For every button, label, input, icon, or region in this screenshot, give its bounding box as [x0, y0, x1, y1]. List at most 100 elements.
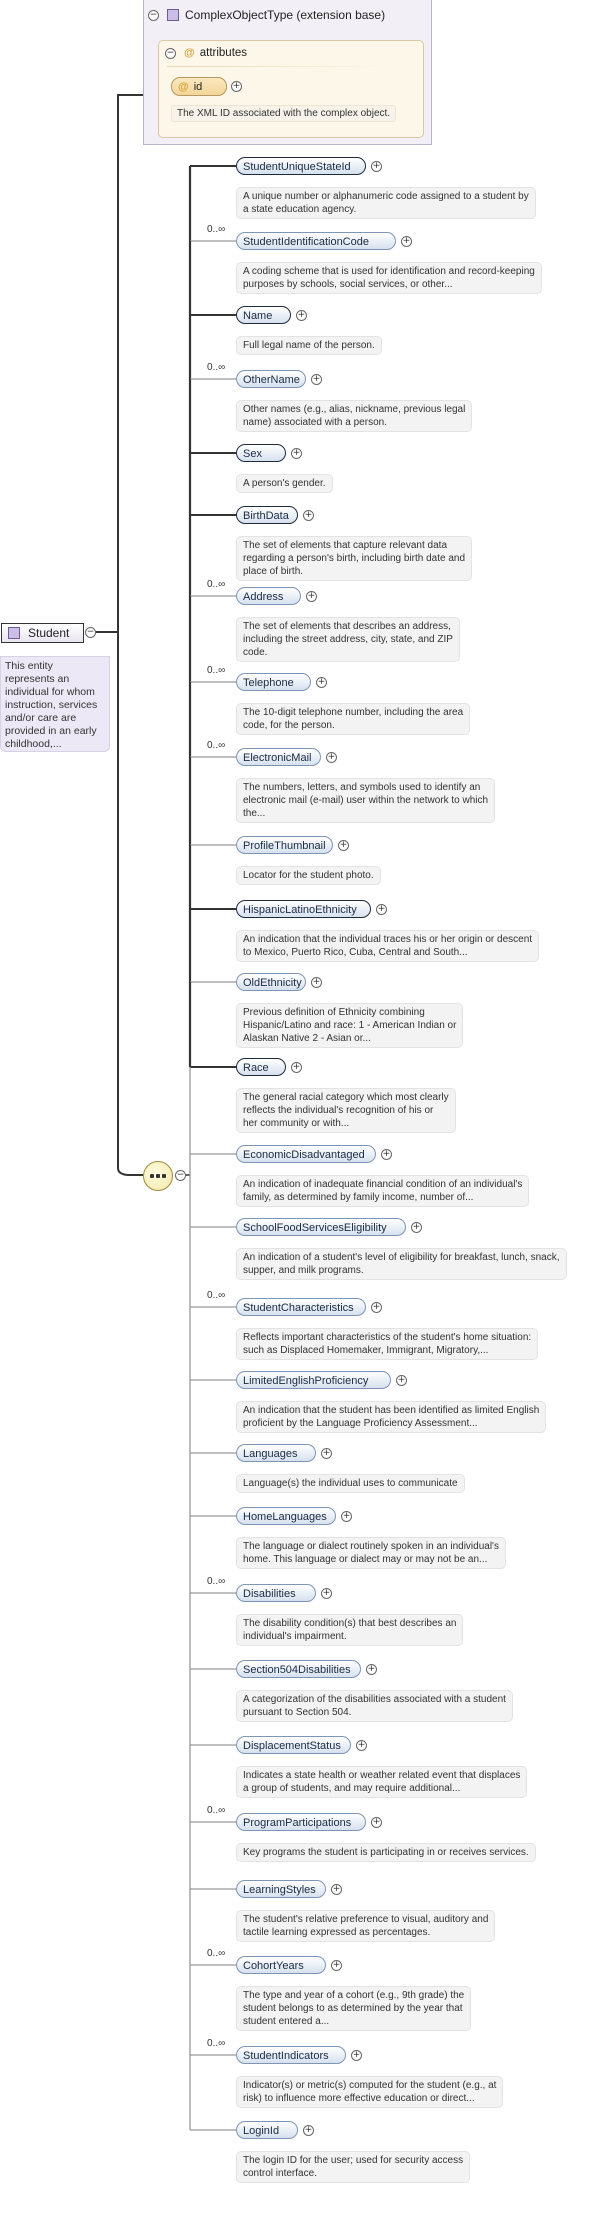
description-student-characteristics: Reflects important characteristics of th…: [236, 1328, 539, 1360]
element-section504-disabilities[interactable]: Section504Disabilities: [236, 1660, 361, 1678]
expand-school-food-services-eligibility-icon[interactable]: +: [411, 1222, 422, 1233]
description-line: An indication that the individual traces…: [243, 934, 533, 945]
element-other-name[interactable]: OtherName: [236, 370, 306, 388]
multiplicity-cohort-years: 0..∞: [207, 1948, 226, 1959]
element-electronic-mail[interactable]: ElectronicMail: [236, 748, 321, 766]
element-economic-disadvantaged[interactable]: EconomicDisadvantaged: [236, 1145, 376, 1163]
element-sex[interactable]: Sex: [236, 444, 286, 462]
expand-other-name-icon[interactable]: +: [311, 374, 322, 385]
description-line: Key programs the student is participatin…: [243, 1847, 529, 1858]
expand-student-unique-state-id-icon[interactable]: +: [371, 161, 382, 172]
element-disabilities[interactable]: Disabilities: [236, 1584, 316, 1602]
element-limited-english-proficiency[interactable]: LimitedEnglishProficiency: [236, 1371, 391, 1389]
expand-old-ethnicity-icon[interactable]: +: [311, 977, 322, 988]
id-attribute-description: The XML ID associated with the complex o…: [171, 105, 397, 122]
expand-student-identification-code-icon[interactable]: +: [401, 236, 412, 247]
description-student-identification-code: A coding scheme that is used for identif…: [236, 262, 542, 294]
description-languages: Language(s) the individual uses to commu…: [236, 1474, 465, 1493]
multiplicity-student-indicators: 0..∞: [207, 2038, 226, 2049]
multiplicity-electronic-mail: 0..∞: [207, 740, 226, 751]
description-line: The set of elements that capture relevan…: [243, 540, 448, 551]
description-line: Language(s) the individual uses to commu…: [243, 1478, 458, 1489]
element-student-indicators[interactable]: StudentIndicators: [236, 2046, 346, 2064]
element-birth-data[interactable]: BirthData: [236, 506, 298, 524]
multiplicity-program-participations: 0..∞: [207, 1805, 226, 1816]
expand-birth-data-icon[interactable]: +: [303, 510, 314, 521]
element-old-ethnicity[interactable]: OldEthnicity: [236, 973, 306, 991]
collapse-base-icon[interactable]: −: [148, 9, 159, 21]
description-line: Alaskan Native 2 - Asian or...: [243, 1033, 371, 1044]
attributes-box: − @ attributes @ id + The XML ID associa…: [158, 40, 424, 138]
element-program-participations[interactable]: ProgramParticipations: [236, 1813, 366, 1831]
attribute-icon: @: [178, 80, 189, 93]
id-attribute[interactable]: @ id: [171, 77, 227, 96]
description-line: The language or dialect routinely spoken…: [243, 1541, 499, 1552]
description-line: risk) to influence more effective educat…: [243, 2093, 475, 2104]
expand-address-icon[interactable]: +: [306, 591, 317, 602]
expand-id-icon[interactable]: +: [231, 81, 242, 92]
element-student-unique-state-id[interactable]: StudentUniqueStateId: [236, 157, 366, 175]
element-name[interactable]: Name: [236, 306, 291, 324]
complex-type-icon: [8, 627, 20, 639]
description-line: pursuant to Section 504.: [243, 1707, 352, 1718]
collapse-sequence-icon[interactable]: −: [175, 1170, 186, 1181]
description-line: Indicator(s) or metric(s) computed for t…: [243, 2080, 497, 2091]
expand-profile-thumbnail-icon[interactable]: +: [338, 840, 349, 851]
description-line: code, for the person.: [243, 720, 335, 731]
element-login-id[interactable]: LoginId: [236, 2121, 298, 2139]
element-home-languages[interactable]: HomeLanguages: [236, 1507, 336, 1525]
expand-displacement-status-icon[interactable]: +: [356, 1740, 367, 1751]
multiplicity-other-name: 0..∞: [207, 362, 226, 373]
expand-login-id-icon[interactable]: +: [303, 2125, 314, 2136]
description-line: A person's gender.: [243, 478, 326, 489]
expand-home-languages-icon[interactable]: +: [341, 1511, 352, 1522]
expand-electronic-mail-icon[interactable]: +: [326, 752, 337, 763]
expand-cohort-years-icon[interactable]: +: [331, 1960, 342, 1971]
description-line: family, as determined by family income, …: [243, 1192, 474, 1203]
element-school-food-services-eligibility[interactable]: SchoolFoodServicesEligibility: [236, 1218, 406, 1236]
expand-race-icon[interactable]: +: [291, 1062, 302, 1073]
element-cohort-years[interactable]: CohortYears: [236, 1956, 326, 1974]
expand-sex-icon[interactable]: +: [291, 448, 302, 459]
description-line: regarding a person's birth, including bi…: [243, 553, 466, 564]
description-line: Locator for the student photo.: [243, 870, 374, 881]
expand-economic-disadvantaged-icon[interactable]: +: [381, 1149, 392, 1160]
expand-languages-icon[interactable]: +: [321, 1448, 332, 1459]
description-line: Full legal name of the person.: [243, 340, 375, 351]
element-telephone[interactable]: Telephone: [236, 673, 311, 691]
expand-hispanic-latino-ethnicity-icon[interactable]: +: [376, 904, 387, 915]
description-line: The general racial category which most c…: [243, 1092, 449, 1103]
description-line: name) associated with a person.: [243, 417, 387, 428]
element-displacement-status[interactable]: DisplacementStatus: [236, 1736, 351, 1754]
element-address[interactable]: Address: [236, 587, 301, 605]
element-languages[interactable]: Languages: [236, 1444, 316, 1462]
expand-student-indicators-icon[interactable]: +: [351, 2050, 362, 2061]
expand-learning-styles-icon[interactable]: +: [331, 1884, 342, 1895]
element-learning-styles[interactable]: LearningStyles: [236, 1880, 326, 1898]
expand-name-icon[interactable]: +: [296, 310, 307, 321]
description-section504-disabilities: A categorization of the disabilities ass…: [236, 1690, 513, 1722]
description-line: a group of students, and may require add…: [243, 1783, 461, 1794]
element-student-identification-code[interactable]: StudentIdentificationCode: [236, 232, 396, 250]
expand-student-characteristics-icon[interactable]: +: [371, 1302, 382, 1313]
element-profile-thumbnail[interactable]: ProfileThumbnail: [236, 836, 333, 854]
collapse-attributes-icon[interactable]: −: [165, 47, 176, 59]
expand-program-participations-icon[interactable]: +: [371, 1817, 382, 1828]
collapse-student-icon[interactable]: −: [85, 627, 96, 638]
complex-object-type-box: − ComplexObjectType (extension base) − @…: [143, 0, 432, 145]
element-race[interactable]: Race: [236, 1058, 286, 1076]
attribute-icon: @: [184, 47, 195, 59]
multiplicity-disabilities: 0..∞: [207, 1576, 226, 1587]
description-electronic-mail: The numbers, letters, and symbols used t…: [236, 778, 496, 823]
expand-disabilities-icon[interactable]: +: [321, 1588, 332, 1599]
expand-telephone-icon[interactable]: +: [316, 677, 327, 688]
element-hispanic-latino-ethnicity[interactable]: HispanicLatinoEthnicity: [236, 900, 371, 918]
student-element[interactable]: Student: [1, 623, 84, 643]
expand-section504-disabilities-icon[interactable]: +: [366, 1664, 377, 1675]
sequence-compositor-icon[interactable]: [143, 1161, 173, 1191]
element-student-characteristics[interactable]: StudentCharacteristics: [236, 1298, 366, 1316]
description-line: A categorization of the disabilities ass…: [243, 1694, 506, 1705]
expand-limited-english-proficiency-icon[interactable]: +: [396, 1375, 407, 1386]
